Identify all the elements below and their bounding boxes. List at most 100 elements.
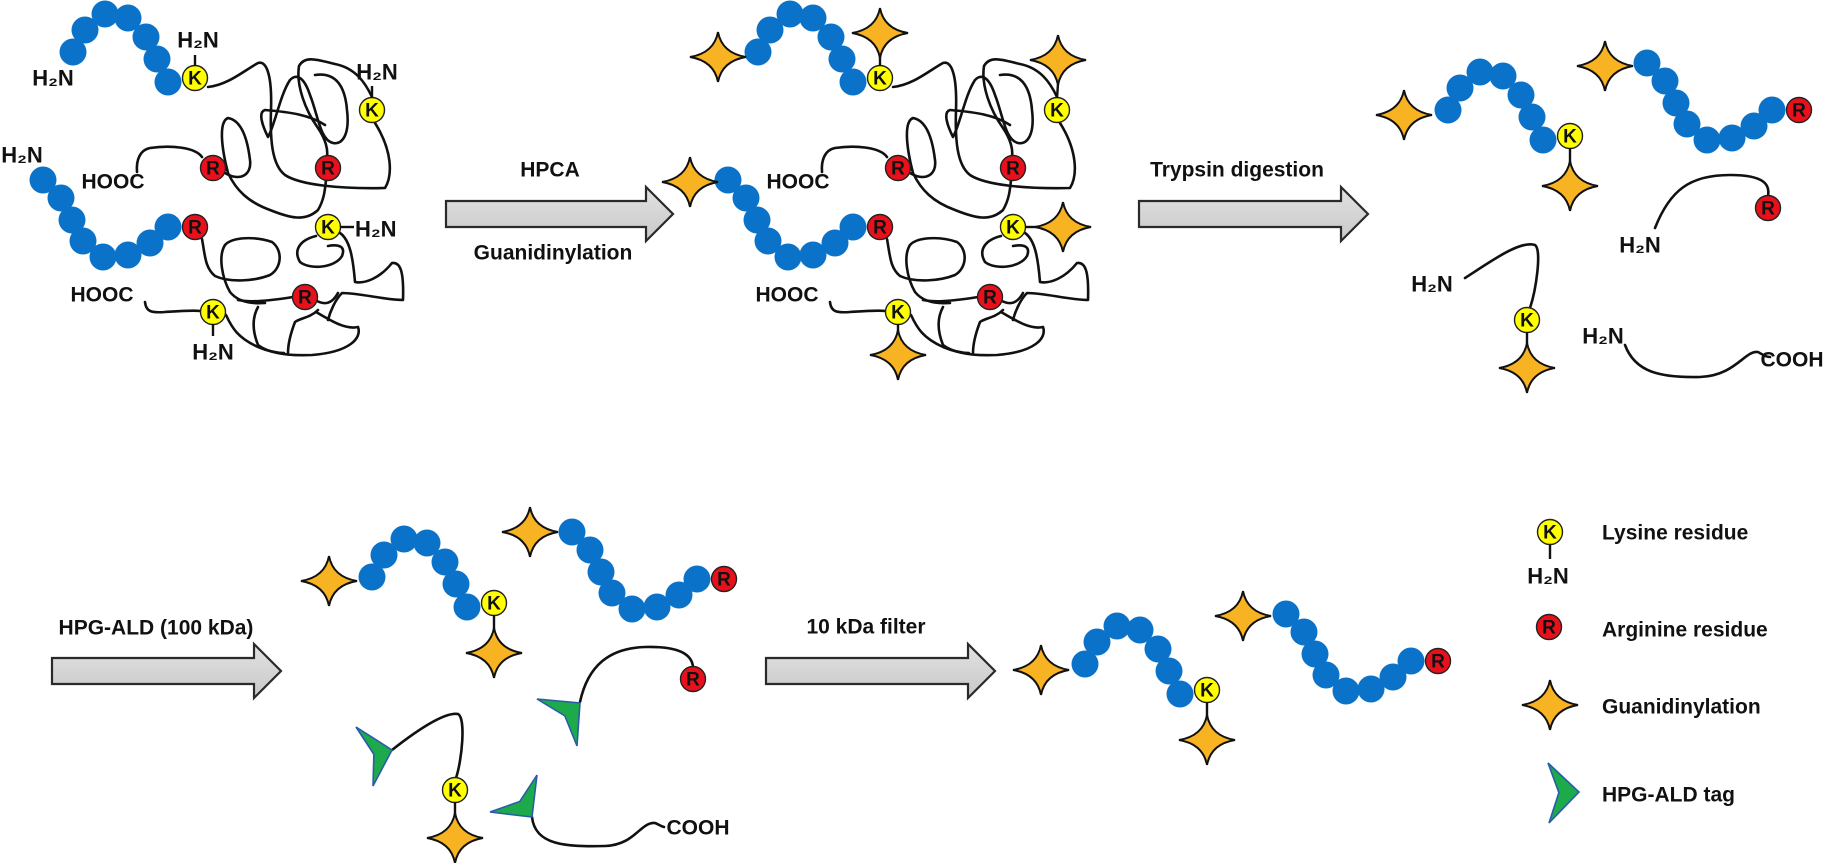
- lysine-residue: K: [314, 213, 342, 241]
- lysine-letter: K: [365, 101, 379, 122]
- peptide-bead-chain: K: [1071, 612, 1221, 708]
- arginine-circle: [1535, 613, 1563, 641]
- arginine-letter: R: [321, 159, 335, 180]
- amino-acid-bead: [47, 184, 75, 212]
- peptide-backbone-line: [326, 231, 405, 322]
- amino-acid-bead: [114, 4, 142, 32]
- amino-acid-bead: [370, 541, 398, 569]
- hpg-ald-tag-icon: [489, 774, 538, 818]
- legend-item-guanidinylation: Guanidinylation: [1521, 679, 1761, 731]
- lysine-letter: K: [321, 218, 335, 239]
- lysine-letter: K: [873, 69, 887, 90]
- step-sublabel-guanidinylation: Guanidinylation: [474, 242, 633, 265]
- legend-label-arginine: Arginine residue: [1602, 619, 1768, 642]
- bond-line: [1055, 83, 1060, 99]
- amino-acid-bead: [1332, 677, 1360, 705]
- arginine-letter: R: [1792, 101, 1806, 122]
- amino-acid-bead: [1633, 49, 1661, 77]
- peptide-bead-chain: R: [714, 166, 894, 271]
- peptide-backbone-line: [296, 234, 345, 269]
- arginine-residue: R: [1754, 194, 1782, 222]
- peptide-backbone-line: [578, 645, 695, 704]
- amino-acid-bead: [390, 525, 418, 553]
- guanidinylation-star-icon: [1541, 160, 1599, 212]
- amino-acid-bead: [1155, 657, 1183, 685]
- guanidinylation-star-icon: [1214, 590, 1272, 642]
- guanidinylation-star-icon: [426, 812, 484, 863]
- amino-acid-bead: [413, 529, 441, 557]
- amino-acid-bead: [453, 593, 481, 621]
- peptide-backbone-line: [1653, 173, 1770, 230]
- arginine-circle: [314, 154, 342, 182]
- amino-acid-bead: [1144, 635, 1172, 663]
- amino-acid-bead: [1397, 647, 1425, 675]
- amino-acid-bead: [839, 68, 867, 96]
- lysine-residue: K: [999, 213, 1027, 241]
- c-terminus-label: HOOC: [767, 171, 830, 194]
- n-terminus-label: H₂N: [1, 143, 43, 168]
- lysine-letter: K: [487, 594, 501, 615]
- peptide-backbone-line: [297, 58, 374, 158]
- arginine-circle: [866, 213, 894, 241]
- amino-acid-bead: [754, 227, 782, 255]
- amino-acid-bead: [1758, 96, 1786, 124]
- guanidinylation-star-icon: [1034, 201, 1092, 253]
- legend-label-guanidinylation: Guanidinylation: [1602, 696, 1761, 719]
- amino-acid-bead: [1071, 650, 1099, 678]
- peptide-backbone-line: [891, 61, 1077, 190]
- amino-acid-bead: [29, 166, 57, 194]
- amino-acid-bead: [1651, 67, 1679, 95]
- amino-acid-bead: [683, 565, 711, 593]
- amino-acid-bead: [1662, 89, 1690, 117]
- arginine-residue: R: [1424, 647, 1452, 675]
- guanidinylation-star-icon: [1375, 89, 1433, 141]
- arginine-residue: R: [976, 283, 1004, 311]
- lysine-residue: K: [1556, 122, 1584, 150]
- amino-acid-bead: [59, 38, 87, 66]
- peptide-backbone-line: [143, 300, 203, 314]
- process-arrow-icon: [50, 641, 283, 701]
- peptide-backbone-line: [909, 313, 971, 355]
- peptide-bead-chain: K: [358, 525, 508, 621]
- arginine-circle: [884, 154, 912, 182]
- arginine-circle: [710, 565, 738, 593]
- amino-acid-bead: [1166, 680, 1194, 708]
- arginine-circle: [291, 283, 319, 311]
- lysine-residue: K: [441, 776, 469, 804]
- peptide-backbone-line: [135, 145, 204, 174]
- legend-label-lysine: Lysine residue: [1602, 522, 1748, 545]
- peptide-backbone-line: [220, 116, 328, 219]
- peptide-backbone-line: [530, 815, 666, 848]
- amino-acid-bead: [431, 548, 459, 576]
- amino-acid-bead: [442, 570, 470, 598]
- amino-acid-bead: [91, 0, 119, 28]
- n-terminus-label: H₂N: [32, 66, 74, 91]
- amino-acid-bead: [743, 206, 771, 234]
- amino-acid-bead: [132, 23, 160, 51]
- amino-acid-bead: [839, 213, 867, 241]
- guanidinylation-star-icon: [1521, 679, 1579, 731]
- peptide-bead-chain: K: [59, 0, 209, 96]
- arginine-circle: [1754, 194, 1782, 222]
- arginine-residue: R: [866, 213, 894, 241]
- process-arrow-icon: [764, 641, 997, 701]
- amino-acid-bead: [154, 213, 182, 241]
- lysine-residue: K: [181, 64, 209, 92]
- arginine-residue: R: [199, 154, 227, 182]
- peptide-bead-chain: R: [1633, 49, 1813, 154]
- peptide-backbone-line: [1011, 231, 1090, 322]
- arginine-letter: R: [983, 288, 997, 309]
- peptide-bead-chain: R: [29, 166, 209, 271]
- amino-acid-bead: [714, 166, 742, 194]
- peptide-bead-chain: K: [1434, 58, 1584, 154]
- arginine-circle: [1785, 96, 1813, 124]
- lysine-amine-label: H₂N: [192, 340, 234, 365]
- peptide-backbone-line: [1623, 343, 1772, 379]
- peptide-backbone-line: [982, 58, 1059, 158]
- amino-acid-bead: [1272, 600, 1300, 628]
- amino-acid-bead: [1507, 81, 1535, 109]
- lysine-letter: K: [1050, 101, 1064, 122]
- tangled-protein-backbone: [135, 58, 405, 357]
